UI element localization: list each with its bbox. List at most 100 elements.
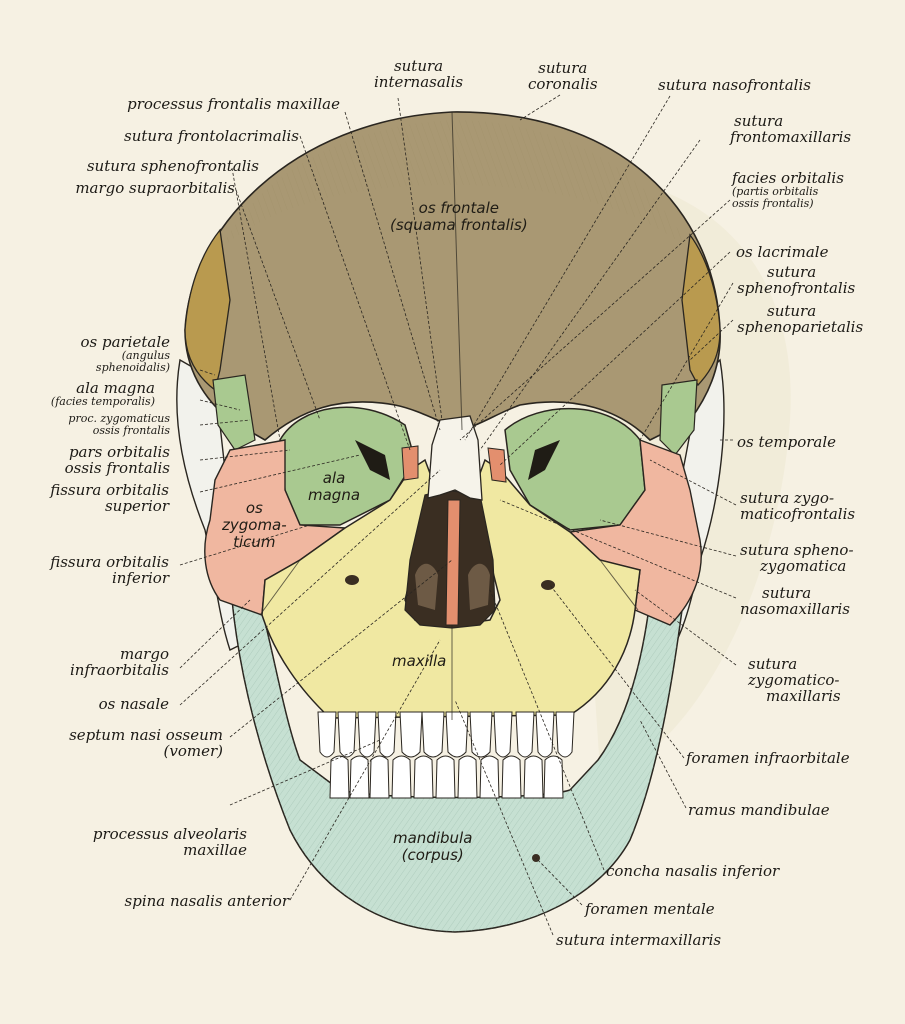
leader-line xyxy=(397,97,443,421)
parietal-left xyxy=(184,228,231,392)
label-sutura-sphenozygomatica: sutura spheno-zygomatica xyxy=(740,541,854,575)
label-os-temporale: os temporale xyxy=(737,433,837,451)
upper-tooth xyxy=(493,711,513,758)
label-sutura-intermaxillaris: sutura intermaxillaris xyxy=(556,931,722,949)
mandible-hatching xyxy=(232,600,682,932)
leader-line xyxy=(229,559,453,738)
label-os-nasale: os nasale xyxy=(98,695,169,713)
lower-tooth xyxy=(349,755,370,799)
lower-tooth xyxy=(391,755,412,799)
leader-line xyxy=(454,699,554,936)
leader-line xyxy=(344,111,441,431)
upper-tooth xyxy=(377,711,397,758)
leader-line xyxy=(519,94,561,121)
leader-line xyxy=(634,589,737,666)
concha-left xyxy=(415,563,438,610)
orbital-fissure-right xyxy=(528,440,560,480)
parietal-right xyxy=(681,233,721,387)
label-margo-supraorbitalis: margo supraorbitalis xyxy=(75,179,235,197)
upper-tooth xyxy=(555,711,575,758)
upper-tooth xyxy=(421,711,445,758)
foramen-infraorbitale-right xyxy=(541,580,555,590)
lower-tooth xyxy=(479,755,500,799)
lower-tooth xyxy=(369,755,390,799)
leader-line xyxy=(199,454,361,493)
leader-line xyxy=(599,519,737,557)
label-ramus-mandibulae: ramus mandibulae xyxy=(688,801,830,819)
sphenoid-left-outer xyxy=(212,374,256,451)
lower-tooth xyxy=(413,755,434,799)
leader-line xyxy=(199,419,251,426)
leader-line xyxy=(479,139,701,451)
label-processus-frontalis: processus frontalis maxillae xyxy=(127,95,340,113)
leader-line xyxy=(231,167,281,441)
orbit-left xyxy=(279,406,416,526)
lower-tooth xyxy=(329,755,350,799)
bone-label-frontal: os frontale(squama frontalis) xyxy=(390,199,528,234)
upper-tooth xyxy=(469,711,493,758)
leader-line xyxy=(179,599,251,669)
leader-line xyxy=(459,199,731,441)
leader-line xyxy=(229,739,381,806)
label-septum-nasi: septum nasi osseum(vomer) xyxy=(69,726,223,760)
leader-line xyxy=(499,499,737,599)
leader-line xyxy=(639,719,687,809)
label-foramen-mentale: foramen mentale xyxy=(585,900,715,918)
vomer xyxy=(445,499,461,626)
label-concha-nasalis: concha nasalis inferior xyxy=(606,862,780,880)
lower-tooth xyxy=(523,755,544,799)
sphenoid-right-outer xyxy=(659,379,698,456)
frontal-bone-texture xyxy=(220,120,690,250)
label-os-lacrimale: os lacrimale xyxy=(736,243,829,261)
upper-tooth xyxy=(515,711,535,758)
concha-right xyxy=(468,563,490,610)
leader-line xyxy=(299,135,411,451)
label-sutura-sphenofrontalis-left: sutura sphenofrontalis xyxy=(86,157,259,175)
leader-line xyxy=(289,639,441,901)
label-sutura-zygomaticofrontalis: sutura zygo-maticofrontalis xyxy=(740,489,856,523)
leader-line xyxy=(499,251,731,466)
upper-tooth xyxy=(337,711,357,758)
teeth xyxy=(317,711,575,799)
foramen-infraorbitale-left xyxy=(345,575,359,585)
leader-line xyxy=(235,189,321,421)
orbit-right xyxy=(504,407,646,531)
leader-line xyxy=(199,399,241,411)
orbital-fissure-left xyxy=(355,440,390,480)
upper-tooth xyxy=(445,711,469,758)
upper-tooth xyxy=(317,711,337,758)
lower-tooth xyxy=(501,755,522,799)
leader-line xyxy=(649,459,737,506)
lacrimal-left xyxy=(401,445,419,481)
lower-tooth xyxy=(435,755,456,799)
suture-lines xyxy=(259,111,639,720)
label-sutura-nasofrontalis: sutura nasofrontalis xyxy=(658,76,811,94)
label-spina-nasalis: spina nasalis anterior xyxy=(124,892,289,910)
lower-tooth xyxy=(457,755,478,799)
leader-line xyxy=(464,95,671,441)
upper-tooth xyxy=(357,711,377,758)
bone-label-mandibula: mandibula(corpus) xyxy=(393,829,473,864)
label-sutura-frontolacrimalis: sutura frontolacrimalis xyxy=(124,127,299,145)
label-ala-magna: ala magna(facies temporalis) xyxy=(50,379,155,408)
leader-lines xyxy=(179,94,737,936)
leader-line xyxy=(179,469,441,706)
leader-line xyxy=(639,282,734,441)
